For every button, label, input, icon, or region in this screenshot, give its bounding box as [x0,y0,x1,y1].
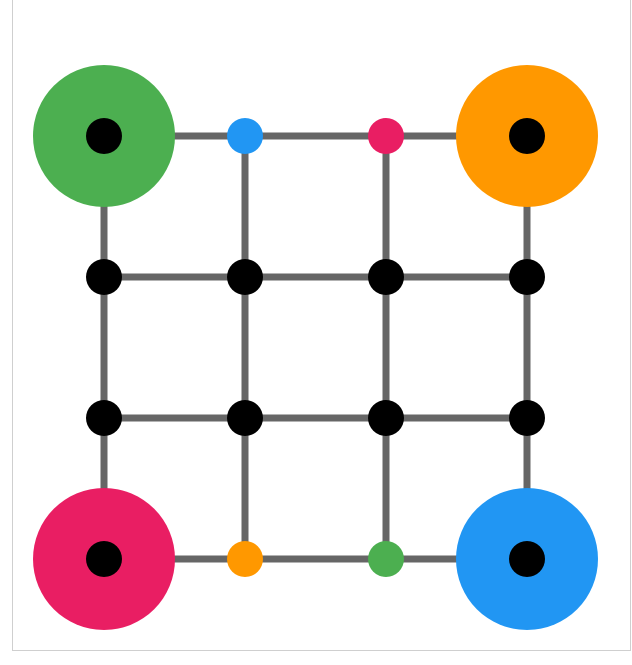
node-1-0[interactable] [86,259,122,295]
dot-orange[interactable] [227,541,263,577]
dot-green[interactable] [368,541,404,577]
dot-pink[interactable] [368,118,404,154]
node-2-3[interactable] [509,400,545,436]
dot-blue[interactable] [227,118,263,154]
colored-dot-layer [227,118,404,577]
node-2-1[interactable] [227,400,263,436]
node-layer [86,118,545,577]
node-2-0[interactable] [86,400,122,436]
corner-layer [33,65,598,630]
node-1-3[interactable] [509,259,545,295]
node-3-0[interactable] [86,541,122,577]
node-3-3[interactable] [509,541,545,577]
node-2-2[interactable] [368,400,404,436]
node-0-3[interactable] [509,118,545,154]
node-0-0[interactable] [86,118,122,154]
node-1-2[interactable] [368,259,404,295]
edge-layer [100,132,531,563]
node-1-1[interactable] [227,259,263,295]
